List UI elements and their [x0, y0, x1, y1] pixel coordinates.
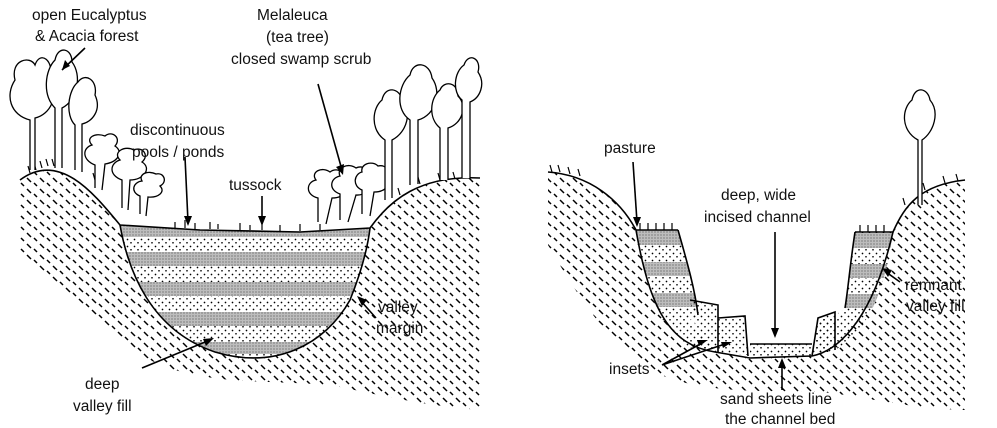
label-fill-line2: valley fill	[73, 398, 132, 415]
label-melaleuca-line2: (tea tree)	[266, 29, 329, 46]
melaleuca-scrub	[308, 163, 388, 224]
label-pools-line2: pools / ponds	[132, 144, 224, 161]
sand-sheet	[750, 344, 812, 356]
label-forest-line2: & Acacia forest	[35, 28, 139, 45]
inset-mid	[718, 316, 748, 355]
label-channel-line2: incised channel	[704, 209, 811, 226]
lone-tree	[904, 90, 935, 205]
label-channel-line1: deep, wide	[721, 187, 796, 204]
label-fill-line1: deep	[85, 376, 119, 393]
label-melaleuca-line1: Melaleuca	[257, 7, 328, 24]
label-insets: insets	[609, 361, 650, 378]
label-margin-line1: valley	[378, 299, 418, 316]
label-forest-line1: open Eucalyptus	[32, 7, 147, 24]
label-margin-line2: margin	[376, 320, 423, 337]
label-sand-line2: the channel bed	[725, 411, 835, 428]
label-pools-line1: discontinuous	[130, 122, 225, 139]
label-melaleuca-line3: closed swamp scrub	[231, 51, 371, 68]
label-remnant-line1: remnant	[905, 277, 963, 294]
label-pasture: pasture	[604, 140, 656, 157]
label-sand-line1: sand sheets line	[720, 391, 832, 408]
left-valley-panel: open Eucalyptus & Acacia forest Melaleuc…	[10, 7, 482, 415]
label-tussock: tussock	[229, 177, 282, 194]
label-remnant-line2: valley fill	[906, 298, 965, 315]
right-valley-panel: pasture deep, wide incised channel remna…	[548, 90, 965, 428]
